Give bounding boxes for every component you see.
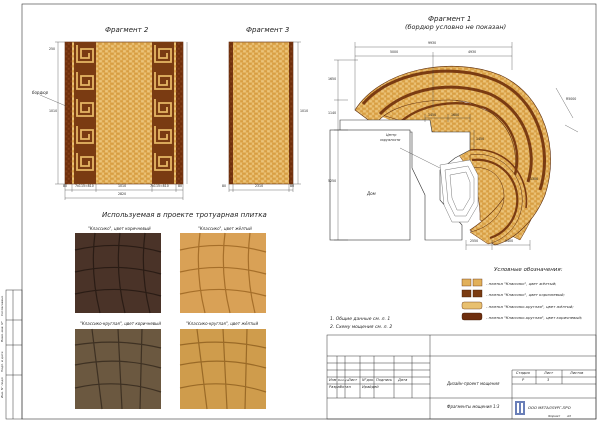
dim-5250: 5250 bbox=[328, 179, 337, 183]
dim-80-f3-right: 80 bbox=[290, 184, 295, 188]
photo-label-1: "Классико", цвет коричневый bbox=[88, 226, 151, 231]
side-stamp bbox=[5, 289, 23, 420]
tb-sheets-hdr: Листов bbox=[570, 371, 584, 375]
photo-label-4: "Классико-круглая", цвет жёлтый bbox=[186, 321, 259, 326]
dim-80-right: 80 bbox=[178, 184, 183, 188]
dim-80-f3-left: 80 bbox=[222, 184, 227, 188]
dim-7x115-left: 7х115=810 bbox=[75, 184, 94, 188]
dim-1010-f3-right: 1010 bbox=[300, 109, 309, 113]
center-label: Центр bbox=[386, 133, 397, 137]
fragment-2 bbox=[39, 41, 188, 200]
legend-title: Условные обозначения: bbox=[494, 267, 563, 273]
dim-2550: 2550 bbox=[470, 239, 479, 243]
tb-sheet-hdr: Лист bbox=[544, 371, 554, 375]
tb-role: Разработал bbox=[329, 385, 351, 389]
dim-1140: 1140 bbox=[328, 111, 337, 115]
dim-1010-left: 1010 bbox=[49, 109, 58, 113]
note-1: 1. Общие данные см. л. 1 bbox=[330, 317, 391, 322]
dim-1600: 1600 bbox=[451, 113, 460, 117]
dim-1300: 1300 bbox=[530, 177, 539, 181]
fragment-1-title: Фрагмент 1 bbox=[428, 15, 472, 23]
dim-2820-total: 2820 bbox=[118, 192, 127, 196]
tb-col-izm: Изм bbox=[329, 378, 337, 382]
dim-2310: 2310 bbox=[255, 184, 264, 188]
legend-item-3: - плитка "Классико-круглая", цвет жёлтый… bbox=[486, 304, 574, 309]
tb-col-list: Лист bbox=[348, 378, 358, 382]
tb-format: Формат bbox=[548, 414, 561, 418]
legend-item-2: - плитка "Классико", цвет коричневый; bbox=[486, 292, 565, 297]
tb-company: ООО МЕТАЛЛУРГ-ПРО bbox=[528, 405, 571, 410]
dim-9930: 9930 bbox=[428, 41, 437, 45]
dim-5400: 5400 bbox=[505, 239, 514, 243]
stamp-soglasovano: Согласовано bbox=[0, 295, 4, 316]
fragment-1-subtitle: (бордюр условно не показан) bbox=[405, 23, 507, 31]
dim-5000-top: 5000 bbox=[390, 50, 399, 54]
stamp-inv-podl: Инв. N° подл. bbox=[0, 376, 4, 398]
legend-swatches bbox=[461, 278, 483, 321]
title-block bbox=[326, 334, 597, 420]
note-2: 2. Схему мощения см. л. 2 bbox=[330, 325, 393, 330]
tb-project: Дизайн-проект мощения bbox=[447, 381, 500, 386]
center-label-2: окружности bbox=[380, 138, 401, 142]
dim-80-left: 80 bbox=[63, 184, 68, 188]
dim-r5000: R5000 bbox=[566, 97, 577, 101]
dim-1450-a: 1450 bbox=[428, 113, 437, 117]
tb-stage: Р bbox=[522, 378, 525, 382]
dim-250-left: 250 bbox=[49, 47, 56, 51]
legend-item-4: - плитка "Классико-круглая", цвет коричн… bbox=[486, 315, 583, 320]
border-label: бордюр bbox=[32, 90, 49, 95]
fragment-3-title: Фрагмент 3 bbox=[246, 26, 290, 34]
dim-1010-mid: 1010 bbox=[118, 184, 127, 188]
stamp-vzam-inv: Взам. инв. N° bbox=[0, 321, 4, 342]
tb-col-data: Дата bbox=[398, 378, 408, 382]
tb-name: Ирайдей bbox=[362, 385, 379, 389]
tb-stage-hdr: Стадия bbox=[516, 371, 530, 375]
tb-col-ndok: N°док. bbox=[362, 378, 375, 382]
photo-label-2: "Классико", цвет жёлтый bbox=[198, 226, 252, 231]
dim-1650: 1650 bbox=[328, 77, 337, 81]
photo-label-3: "Классико-круглая", цвет коричневый bbox=[80, 321, 161, 326]
dim-1450-b: 1450 bbox=[476, 137, 485, 141]
tb-format-value: А3 bbox=[567, 414, 571, 418]
stamp-podp-data: Подп. и дата bbox=[0, 351, 4, 372]
tile-section-title: Используемая в проекте тротуарная плитка bbox=[102, 211, 267, 219]
company-logo bbox=[515, 401, 525, 415]
fragment-3 bbox=[228, 41, 301, 192]
dim-7x115-right: 7х115=810 bbox=[150, 184, 169, 188]
dim-4930-top: 4930 bbox=[468, 50, 477, 54]
tb-col-kol: Кол.уч. bbox=[338, 378, 350, 382]
tb-sheet-title: Фрагменты мощения 1:3 bbox=[447, 404, 500, 409]
tb-sheet: 3 bbox=[547, 378, 550, 382]
fragment-1 bbox=[329, 42, 579, 250]
sheet-frame bbox=[21, 3, 597, 420]
tb-col-podp: Подпись bbox=[376, 378, 393, 382]
tile-photos bbox=[74, 232, 267, 410]
house-label: Дом bbox=[367, 191, 376, 196]
fragment-2-title: Фрагмент 2 bbox=[105, 26, 149, 34]
legend-item-1: - плитка "Классико", цвет жёлтый; bbox=[486, 281, 557, 286]
